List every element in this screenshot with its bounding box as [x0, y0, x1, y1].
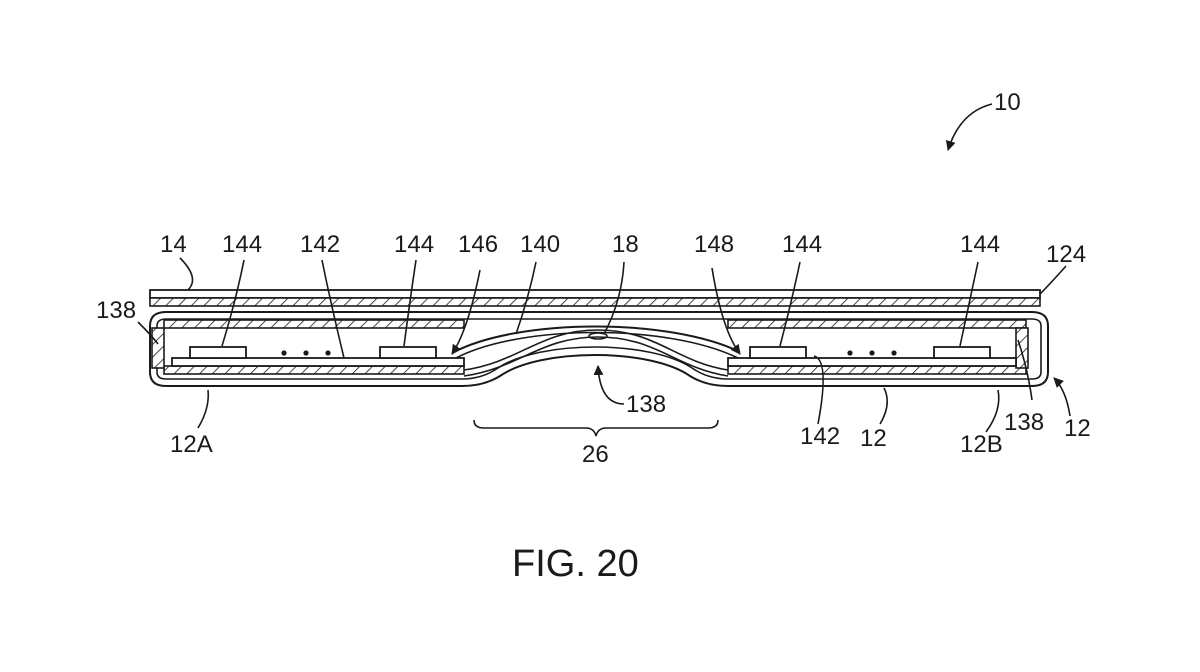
arrow-10 [945, 103, 993, 151]
housing-outer-wall [149, 311, 1049, 387]
component-144-b [379, 346, 437, 359]
label-148: 148 [694, 231, 734, 258]
label-12-right: 12 [1064, 415, 1091, 442]
label-10: 10 [994, 89, 1021, 116]
arrow-138-bend [593, 365, 625, 405]
arrows [451, 103, 1071, 417]
label-144-a: 144 [222, 231, 262, 258]
component-144-c [749, 346, 807, 359]
label-146: 146 [458, 231, 498, 258]
label-140: 140 [520, 231, 560, 258]
label-12-bottom: 12 [860, 425, 887, 452]
component-144-a [189, 346, 247, 359]
leader-lines [137, 257, 1067, 433]
label-142-a: 142 [300, 231, 340, 258]
label-12b: 12B [960, 431, 1003, 458]
arrow-148 [711, 267, 741, 355]
label-12a: 12A [170, 431, 213, 458]
label-138-left: 138 [96, 297, 136, 324]
label-14: 14 [160, 231, 187, 258]
bend-region-bracket [473, 419, 719, 437]
label-142-b: 142 [800, 423, 840, 450]
label-138-right: 138 [1004, 409, 1044, 436]
label-144-c: 144 [782, 231, 822, 258]
label-18: 18 [612, 231, 639, 258]
label-144-b: 144 [394, 231, 434, 258]
arrow-146 [451, 269, 481, 355]
component-144-d [933, 346, 991, 359]
flexible-bridge [453, 325, 741, 377]
label-144-d: 144 [960, 231, 1000, 258]
left-section [151, 319, 465, 375]
label-26: 26 [582, 441, 609, 468]
label-124: 124 [1046, 241, 1086, 268]
cover-layer [149, 289, 1041, 307]
reference-labels: 10 14 144 142 144 146 140 18 148 144 144… [96, 89, 1091, 468]
right-section [727, 319, 1029, 375]
figure-caption: FIG. 20 [512, 543, 639, 585]
arrow-12 [1053, 377, 1071, 417]
label-138-bend: 138 [626, 391, 666, 418]
